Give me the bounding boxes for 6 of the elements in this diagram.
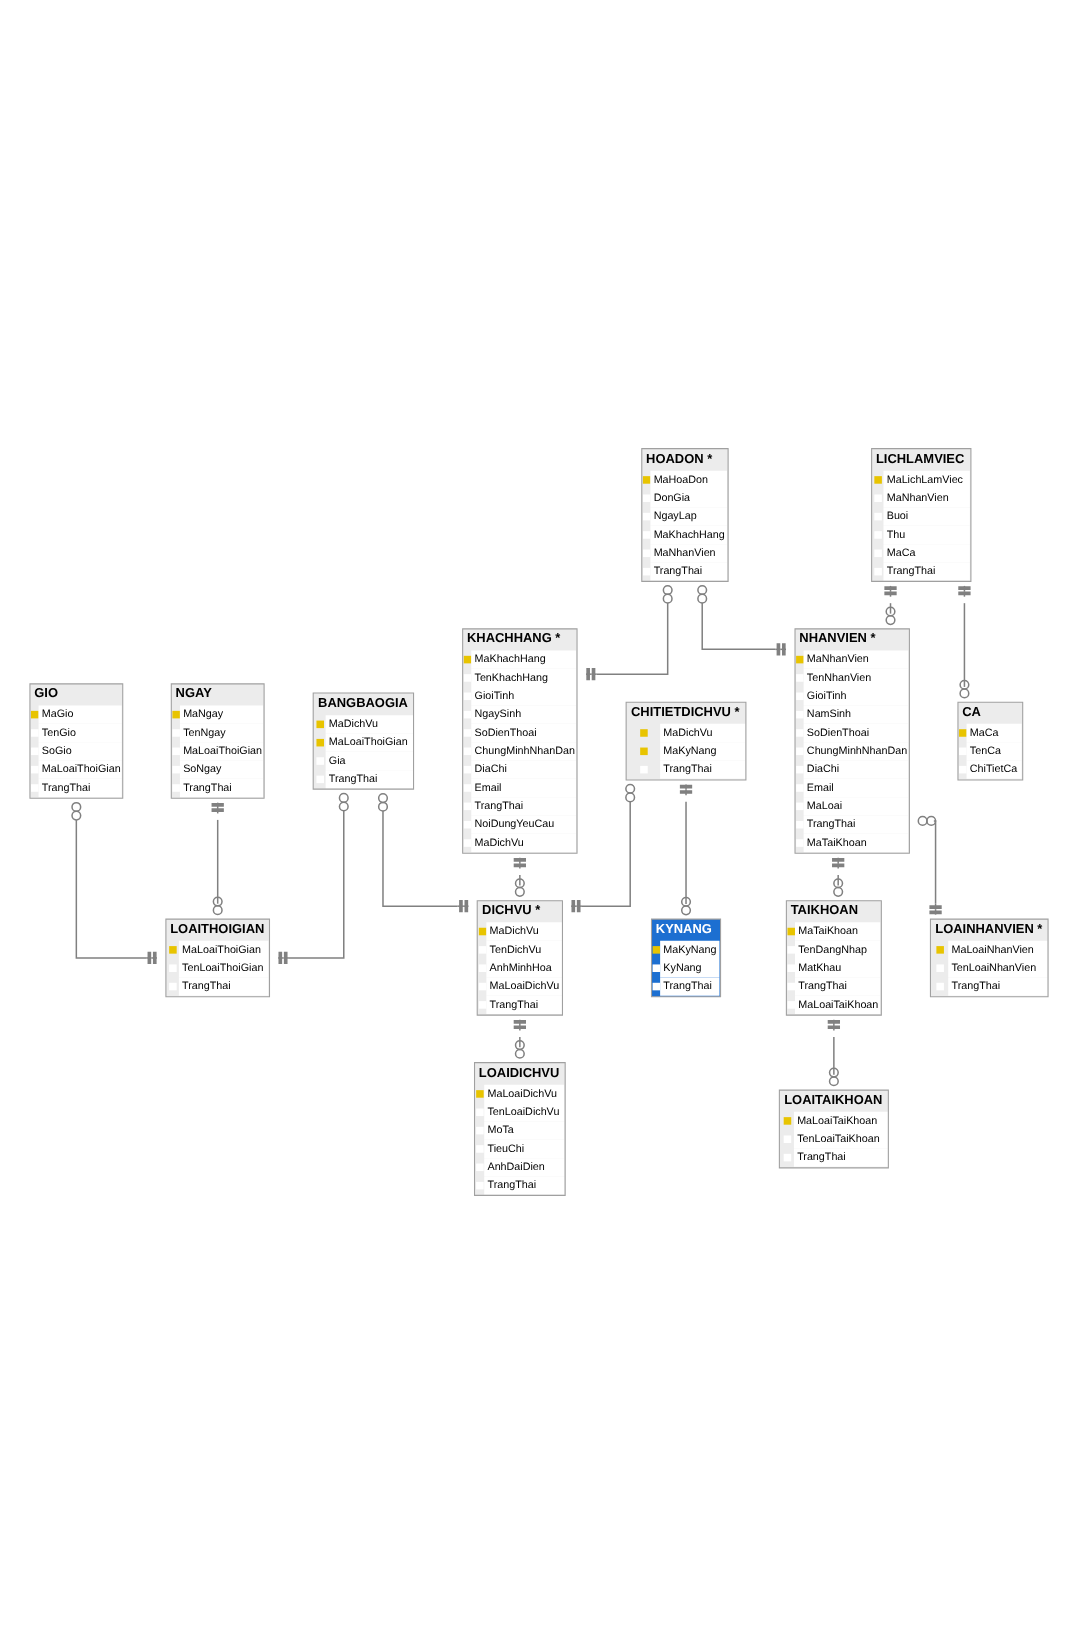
connector [513, 1018, 526, 1059]
connector [827, 1018, 840, 1087]
connector [277, 792, 349, 965]
connector [570, 783, 636, 913]
connector [832, 857, 845, 897]
connector [513, 857, 526, 897]
